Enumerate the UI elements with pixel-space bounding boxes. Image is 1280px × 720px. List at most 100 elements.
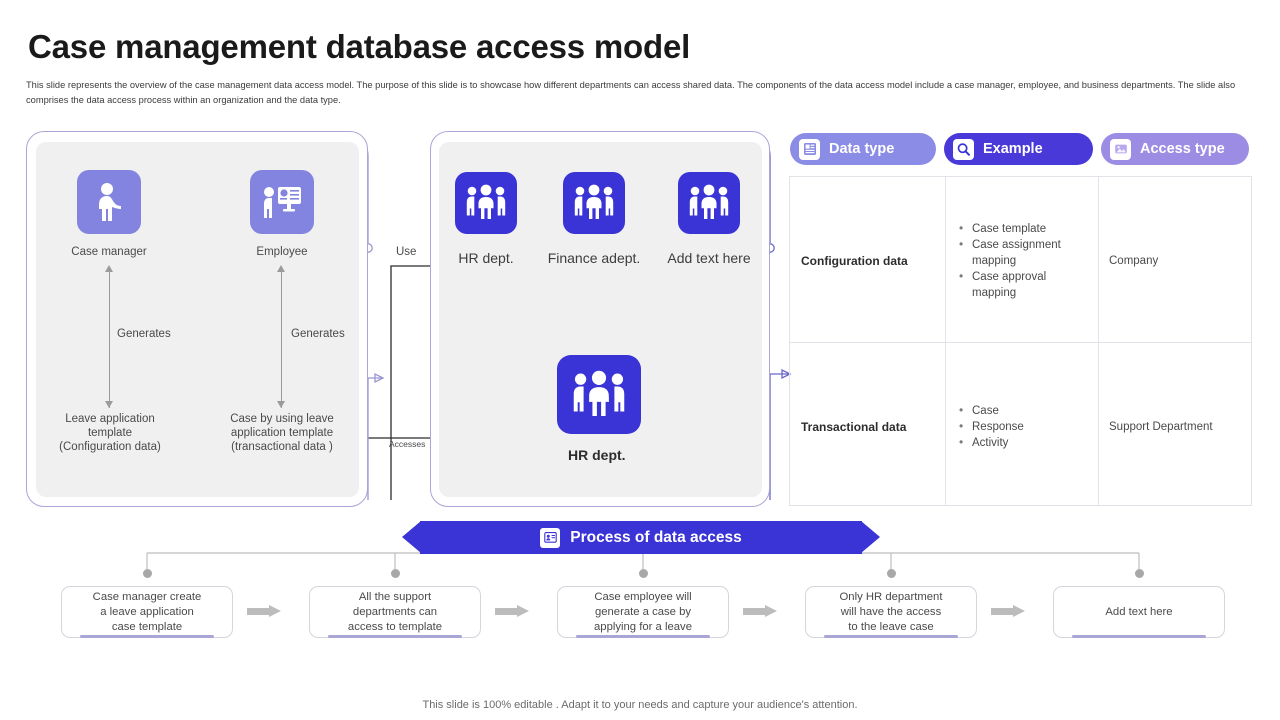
arrow-head-down-left [105, 401, 113, 408]
generates-line-right [281, 272, 283, 408]
table-col-divider-2 [1098, 177, 1099, 505]
process-step-1[interactable]: Case manager create a leave application … [61, 586, 233, 638]
process-arrow-3 [743, 605, 777, 617]
step-connector-dot [639, 569, 648, 578]
table-cell-examples: Case Response Activity [958, 402, 1086, 451]
search-icon [953, 138, 974, 160]
arrow-head-down-right [277, 401, 285, 408]
step-line-2: departments can [352, 605, 438, 618]
table-header-data-type[interactable]: Data type [790, 133, 936, 165]
arrow-head-up-left [105, 265, 113, 272]
step-line-3: case template [111, 620, 183, 633]
table-cell-examples: Case template Case assignment mapping Ca… [958, 220, 1086, 301]
table-header-label: Example [983, 141, 1043, 157]
page-subtitle: This slide represents the overview of th… [26, 80, 1236, 105]
group-people-icon [557, 355, 641, 434]
generates-line-left [109, 272, 111, 408]
page-title: Case management database access model [28, 28, 691, 65]
connector-label-use: Use [396, 246, 417, 258]
table-header-label: Data type [829, 141, 895, 157]
output-line-2: template [87, 427, 133, 439]
process-step-2[interactable]: All the support departments can access t… [309, 586, 481, 638]
step-line-2: a leave application [100, 605, 194, 618]
edge-label-generates-right: Generates [291, 328, 345, 340]
dept-label-hr: HR dept. [458, 250, 514, 266]
data-type-icon [799, 138, 820, 160]
list-item: Response [958, 418, 1086, 435]
output-line-3: (Configuration data) [59, 441, 161, 453]
banner-arrow-left [402, 521, 421, 553]
table-cell-access-type: Support Department [1109, 421, 1213, 433]
process-step-5[interactable]: Add text here [1053, 586, 1225, 638]
connector-label-accesses: Accesses [389, 439, 426, 449]
step-line-1: Only HR department [839, 590, 943, 603]
arrow-shaft [991, 608, 1014, 615]
process-arrow-1 [247, 605, 281, 617]
step-underline [328, 635, 462, 638]
process-step-3[interactable]: Case employee will generate a case by ap… [557, 586, 729, 638]
output-line-1: Case by using leave [230, 413, 334, 425]
access-type-icon [1110, 138, 1131, 160]
step-line-1: All the support [358, 590, 432, 603]
banner-arrow-right [861, 521, 880, 553]
arrow-head-up-right [277, 265, 285, 272]
process-arrow-4 [991, 605, 1025, 617]
table-cell-data-type: Configuration data [801, 254, 908, 268]
step-line-2: generate a case by [594, 605, 692, 618]
banner-body [420, 521, 862, 554]
step-connector-dot [1135, 569, 1144, 578]
step-underline [1072, 635, 1206, 638]
dept-label-hr-highlight: HR dept. [568, 447, 626, 463]
step-connector-dot [887, 569, 896, 578]
table-row-divider [790, 342, 1251, 343]
step-line-3: to the leave case [848, 620, 934, 633]
arrow-head [1013, 605, 1025, 617]
output-line-1: Leave application [65, 413, 155, 425]
output-case-transactional: Case by using leave application template… [206, 412, 358, 454]
presentation-person-icon [250, 170, 314, 234]
step-underline [824, 635, 958, 638]
id-card-icon [540, 527, 561, 548]
process-step-4[interactable]: Only HR department will have the access … [805, 586, 977, 638]
step-line-2: will have the access [840, 605, 942, 618]
output-leave-application-template: Leave application template (Configuratio… [37, 412, 183, 454]
list-item: Activity [958, 434, 1086, 451]
step-line-1: Case manager create [92, 590, 202, 603]
output-line-2: application template [230, 427, 334, 439]
output-line-3: (transactional data ) [231, 441, 333, 453]
process-arrow-2 [495, 605, 529, 617]
list-item: Case [958, 402, 1086, 419]
table-col-divider-1 [945, 177, 946, 505]
step-line-1: Case employee will [594, 590, 692, 603]
table-header-example[interactable]: Example [944, 133, 1093, 165]
table-header-access-type[interactable]: Access type [1101, 133, 1249, 165]
person-icon [77, 170, 141, 234]
banner-label: Process of data access [570, 528, 742, 546]
step-line-3: applying for a leave [594, 620, 692, 633]
group-people-icon [678, 172, 740, 234]
group-people-icon [455, 172, 517, 234]
list-item: Case assignment mapping [958, 236, 1086, 269]
step-line-1: Add text here [1105, 605, 1173, 618]
arrow-head [517, 605, 529, 617]
arrow-shaft [247, 608, 270, 615]
list-item: Case approval mapping [958, 268, 1086, 301]
table-cell-data-type: Transactional data [801, 420, 907, 434]
node-label-case-manager: Case manager [71, 246, 147, 258]
step-line-3: access to template [347, 620, 443, 633]
arrow-head [269, 605, 281, 617]
node-label-employee: Employee [256, 246, 308, 258]
banner-content: Process of data access [402, 521, 880, 554]
table-cell-access-type: Company [1109, 255, 1159, 267]
list-item: Case template [958, 220, 1086, 237]
arrow-shaft [495, 608, 518, 615]
process-banner: Process of data access [402, 521, 880, 554]
edge-label-generates-left: Generates [117, 328, 171, 340]
access-model-table: Configuration data Case template Case as… [789, 176, 1252, 506]
arrow-shaft [743, 608, 766, 615]
footer-note: This slide is 100% editable . Adapt it t… [422, 699, 858, 711]
dept-label-add-text: Add text here [667, 250, 751, 266]
arrow-head [765, 605, 777, 617]
step-underline [576, 635, 710, 638]
